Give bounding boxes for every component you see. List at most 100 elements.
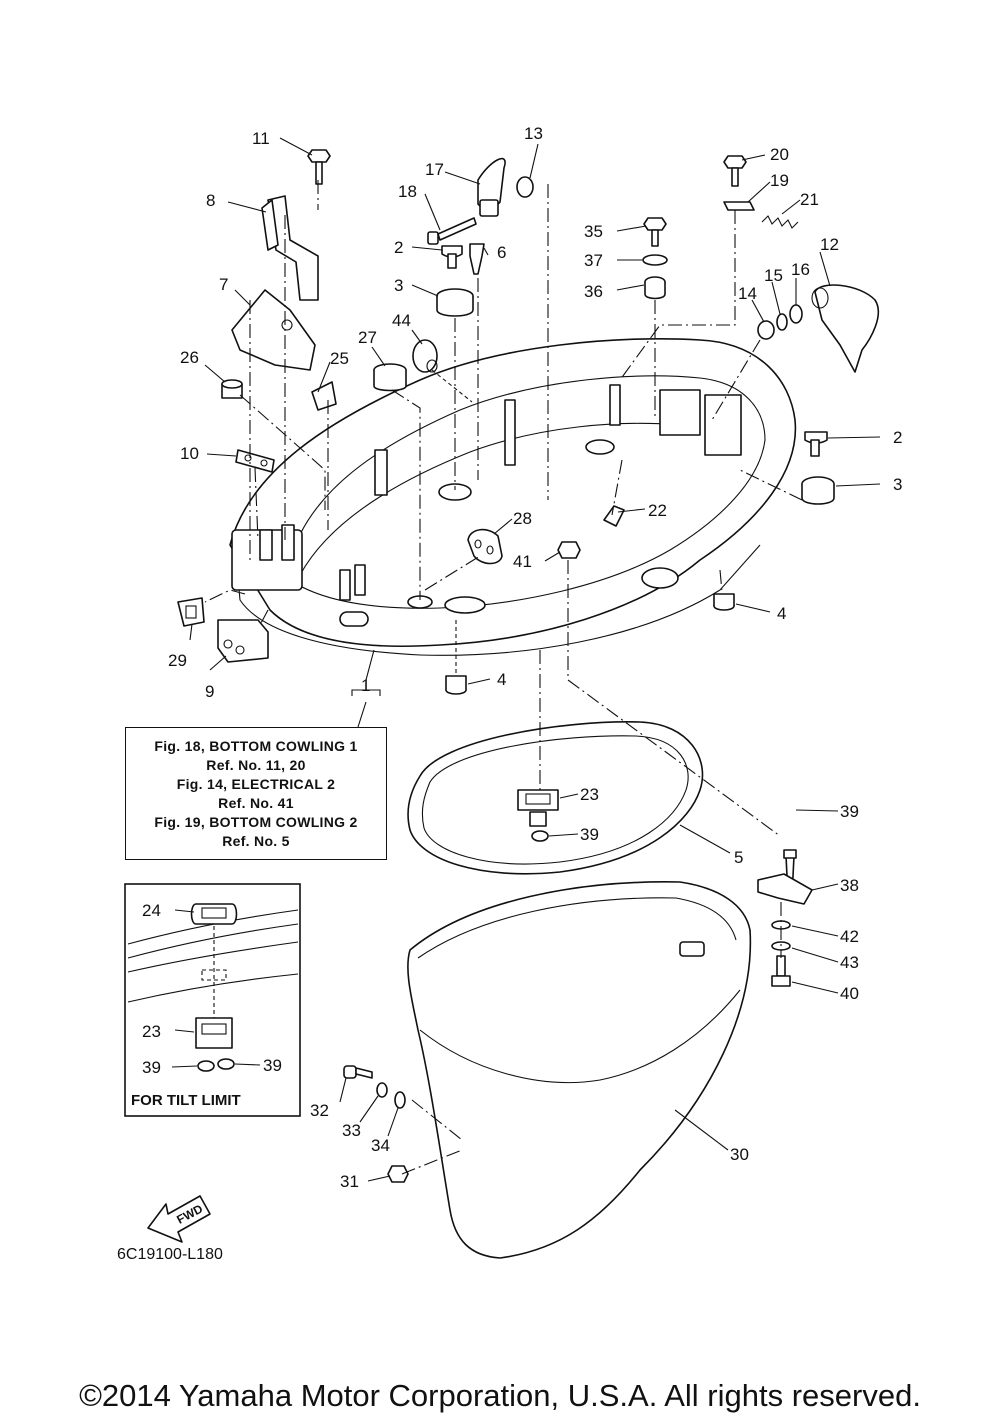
spring-part-21 — [761, 215, 799, 229]
collar-part-13 — [516, 176, 534, 198]
callout-21: 21 — [800, 190, 819, 209]
callout-14: 14 — [738, 284, 757, 303]
callout-4-center: 4 — [497, 670, 506, 689]
bolt-part-35 — [643, 217, 667, 247]
callout-39-center: 39 — [580, 825, 599, 844]
callout-17: 17 — [425, 160, 444, 179]
callout-32: 32 — [310, 1101, 329, 1120]
leader-lines — [189, 137, 881, 1182]
callout-1: 1 — [361, 676, 370, 695]
callout-44: 44 — [392, 311, 411, 330]
grommet-part-44 — [412, 339, 438, 373]
callout-39-inset-right: 39 — [263, 1056, 282, 1075]
washer-part-16 — [789, 304, 803, 324]
damper-part-3-top — [436, 288, 474, 317]
rubber-part-10 — [235, 449, 275, 473]
collar-part-4-right — [713, 593, 735, 611]
nut-part-31 — [387, 1165, 409, 1183]
reference-line: Fig. 14, ELECTRICAL 2 — [176, 776, 336, 792]
callout-23-center: 23 — [580, 785, 599, 804]
bolt-part-32 — [343, 1065, 373, 1079]
callout-5: 5 — [734, 848, 743, 867]
clip-part-25 — [311, 381, 337, 411]
holder-part-38 — [757, 873, 813, 905]
callout-labels: 1 2 2 3 3 4 4 5 6 7 8 9 10 11 12 13 14 1… — [142, 124, 902, 1191]
clamp-part-39-center — [531, 830, 549, 842]
grommet-part-23 — [517, 789, 559, 827]
diagram-code: 6C19100-L180 — [117, 1246, 223, 1263]
callout-20: 20 — [770, 145, 789, 164]
callout-42: 42 — [840, 927, 859, 946]
damper-part-3-right — [801, 476, 835, 505]
callout-22: 22 — [648, 501, 667, 520]
grommet-part-29 — [177, 597, 205, 627]
bolt-part-20 — [723, 155, 747, 187]
nut-part-41 — [557, 541, 581, 559]
rubber-part-28 — [467, 528, 503, 565]
inset-label: FOR TILT LIMIT — [131, 1092, 241, 1109]
callout-2-right: 2 — [893, 428, 902, 447]
lever-part-17 — [477, 157, 506, 217]
callout-3-right: 3 — [893, 475, 902, 494]
callout-12: 12 — [820, 235, 839, 254]
callout-34: 34 — [371, 1136, 390, 1155]
callout-39-tie: 39 — [840, 802, 859, 821]
callout-36: 36 — [584, 282, 603, 301]
callout-10: 10 — [180, 444, 199, 463]
holder-part-7 — [231, 289, 316, 371]
grommet-part-27 — [373, 363, 407, 392]
callout-40: 40 — [840, 984, 859, 1003]
callout-4-right: 4 — [777, 604, 786, 623]
callout-39-inset-left: 39 — [142, 1058, 161, 1077]
callout-19: 19 — [770, 171, 789, 190]
callout-31: 31 — [340, 1172, 359, 1191]
callout-13: 13 — [524, 124, 543, 143]
bracket-part-8 — [261, 195, 319, 301]
callout-29: 29 — [168, 651, 187, 670]
bolt-part-18 — [427, 217, 477, 245]
callout-11: 11 — [252, 129, 270, 148]
callout-30: 30 — [730, 1145, 749, 1164]
reference-line: Ref. No. 41 — [218, 795, 294, 811]
block-part-9 — [217, 619, 269, 663]
callout-27: 27 — [358, 328, 377, 347]
callout-41: 41 — [513, 552, 532, 571]
callout-43: 43 — [840, 953, 859, 972]
screw-part-2-right — [804, 431, 828, 457]
copyright-notice: ©2014 Yamaha Motor Corporation, U.S.A. A… — [79, 1378, 921, 1413]
callout-24: 24 — [142, 901, 161, 920]
reference-line: Ref. No. 11, 20 — [206, 757, 306, 773]
reference-box: Fig. 18, BOTTOM COWLING 1 Ref. No. 11, 2… — [125, 727, 387, 860]
washer-part-37 — [642, 254, 668, 266]
callout-37: 37 — [584, 251, 603, 270]
washer-part-15 — [776, 313, 788, 331]
callout-15: 15 — [764, 266, 783, 285]
callout-23-inset: 23 — [142, 1022, 161, 1041]
reference-line: Fig. 19, BOTTOM COWLING 2 — [154, 814, 358, 830]
damper-part-36 — [644, 276, 666, 300]
screw-part-2-top — [441, 245, 463, 269]
reference-line: Ref. No. 5 — [222, 833, 290, 849]
fwd-arrow-icon: FWD — [147, 1195, 211, 1243]
callout-33: 33 — [342, 1121, 361, 1140]
clip-part-22 — [603, 505, 625, 527]
callout-16: 16 — [791, 260, 810, 279]
collar-part-14 — [757, 320, 775, 340]
callout-8: 8 — [206, 191, 215, 210]
washer-part-34 — [394, 1091, 406, 1109]
callout-7: 7 — [219, 275, 228, 294]
callout-6: 6 — [497, 243, 506, 262]
bolt-part-40 — [771, 955, 791, 987]
callout-3-top: 3 — [394, 276, 403, 295]
collar-part-4-center — [445, 675, 467, 695]
lever-part-12 — [811, 284, 880, 373]
callout-25: 25 — [330, 349, 349, 368]
assembly-lines — [204, 180, 803, 1175]
grommet-part-26 — [221, 379, 243, 399]
bolt-part-11 — [307, 149, 331, 185]
tilt-limit-inset — [124, 883, 301, 1117]
callout-28: 28 — [513, 509, 532, 528]
plate-part-19 — [723, 201, 755, 211]
callout-9: 9 — [205, 682, 214, 701]
